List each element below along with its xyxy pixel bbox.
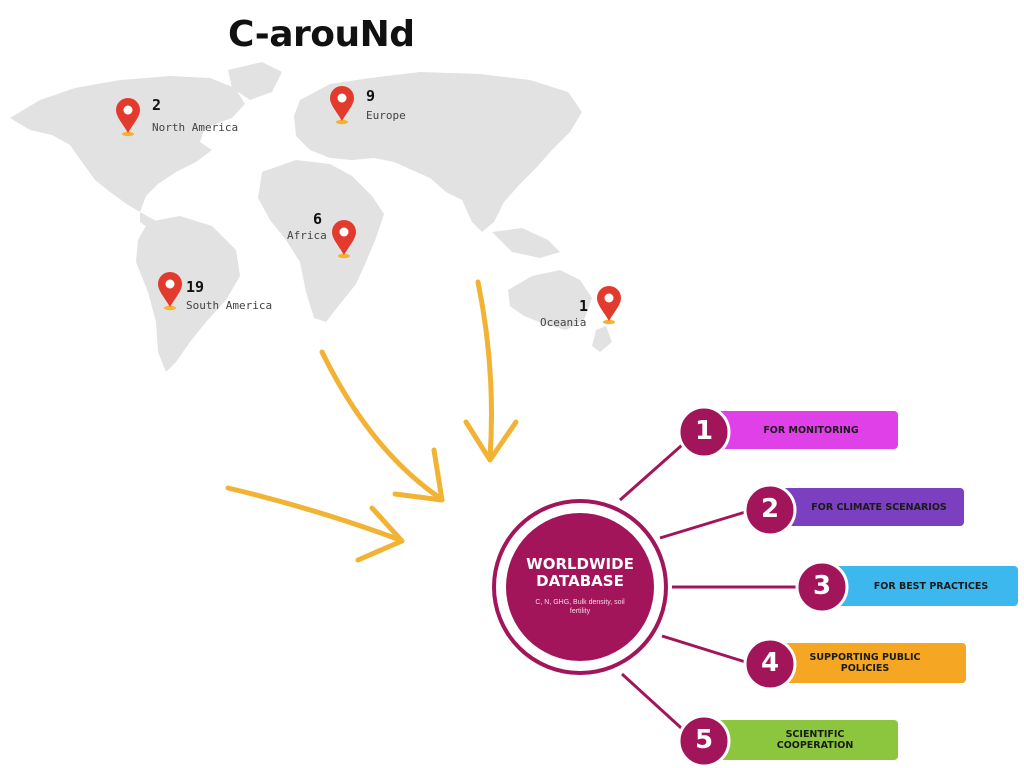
- arrow-icon: [475, 279, 494, 461]
- region-count: 1: [579, 297, 589, 315]
- item-label: FOR CLIMATE SCENARIOS: [811, 501, 947, 513]
- map-north-america: [10, 76, 245, 212]
- item-label: SCIENTIFIC COOPERATION: [776, 729, 854, 751]
- region-name: Europe: [366, 109, 406, 122]
- world-map: [10, 62, 612, 372]
- pill-2: [772, 488, 964, 526]
- arrows: [225, 279, 519, 563]
- pin-icon: [597, 286, 621, 325]
- map-south-america: [136, 216, 240, 372]
- pills: [712, 411, 1018, 760]
- pill-5: [712, 720, 898, 760]
- pill-1: [712, 411, 898, 449]
- pin-icon: [158, 272, 182, 311]
- region-name: Africa: [287, 229, 327, 242]
- region-name: South America: [186, 299, 273, 312]
- connectors: [619, 436, 800, 738]
- database-subtitle: C, N, GHG, Bulk density, soil fertility: [535, 599, 625, 615]
- item-number: 2: [760, 494, 780, 524]
- map-new-zealand: [592, 326, 612, 352]
- item-label: FOR MONITORING: [763, 424, 859, 436]
- database-title: WORLDWIDE DATABASE: [526, 555, 634, 590]
- item-number: 3: [812, 571, 832, 601]
- map-africa: [258, 160, 384, 322]
- pin-icon: [116, 98, 140, 137]
- map-southeast-asia: [492, 228, 560, 258]
- pin-icon: [330, 86, 354, 125]
- region-count: 19: [186, 278, 205, 296]
- region-count: 2: [152, 96, 162, 114]
- pins: [116, 86, 621, 325]
- item-number: 4: [760, 648, 780, 678]
- map-greenland: [228, 62, 282, 100]
- item-number: 1: [694, 416, 714, 446]
- region-name: North America: [152, 121, 239, 134]
- region-count: 6: [313, 210, 323, 228]
- item-number: 5: [694, 725, 714, 755]
- arrow-icon: [319, 349, 443, 501]
- page-title: C-arouNd: [228, 14, 415, 55]
- arrow-icon: [392, 447, 445, 503]
- pill-4: [772, 643, 966, 683]
- region-name: Oceania: [540, 316, 587, 329]
- number-circles: [677, 405, 849, 768]
- item-label: SUPPORTING PUBLIC POLICIES: [809, 652, 921, 674]
- arrow-icon: [225, 485, 403, 543]
- map-eurasia: [294, 72, 582, 232]
- database-circle: [492, 499, 668, 675]
- pin-icon: [332, 220, 356, 259]
- region-count: 9: [366, 87, 376, 105]
- map-australia: [508, 270, 592, 330]
- arrow-icon: [355, 505, 405, 563]
- arrow-icon: [463, 419, 519, 463]
- item-label: FOR BEST PRACTICES: [873, 580, 989, 592]
- pill-3: [822, 566, 1018, 606]
